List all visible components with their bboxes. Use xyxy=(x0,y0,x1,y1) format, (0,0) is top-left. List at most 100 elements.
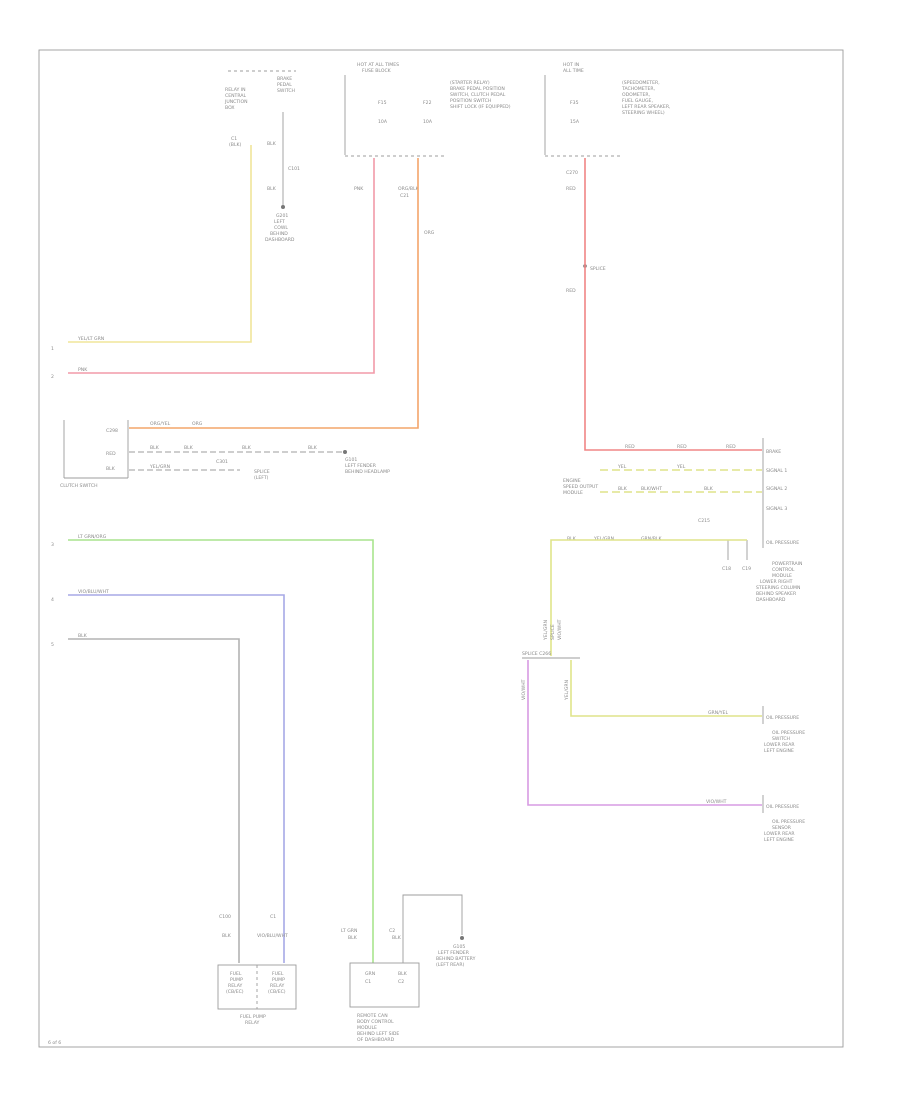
rc-tag-9: YEL/GRN xyxy=(593,536,614,542)
tm-note-4: POSITION SWITCH xyxy=(450,98,491,104)
tl-module-label-1: RELAY IN xyxy=(225,87,246,93)
wire-5-gray xyxy=(68,638,240,963)
wire-oil-yellowgreen xyxy=(550,539,747,656)
tr-note-5: LEFT REAR SPEAKER, xyxy=(622,104,671,110)
wire-3-green xyxy=(68,539,374,963)
bl-box1-1: FUEL xyxy=(230,971,242,977)
clutch-ground-1: G101 xyxy=(345,457,357,463)
clutch-tag-2: ORG xyxy=(192,421,203,427)
tr-wire-tag-4: RED xyxy=(566,288,576,294)
clutch-tag-3: BLK xyxy=(150,445,160,451)
rc-tag-4: YEL xyxy=(617,464,627,470)
br-ground-dot xyxy=(460,936,464,940)
tm-wire-tag-3: C21 xyxy=(400,193,409,199)
clutch-tag-1: ORG/YEL xyxy=(150,421,171,427)
tm-fuse-4: 10A xyxy=(423,119,433,125)
clutch-pin-1: C298 xyxy=(106,428,118,434)
wire-red xyxy=(584,158,762,451)
oil-branch-tag-2: VIO/WHT xyxy=(521,679,527,700)
clutch-tag-8: C301 xyxy=(216,459,228,465)
rc-tag-1: RED xyxy=(625,444,635,450)
edge-label-1: 1 xyxy=(51,346,54,352)
clutch-pin-2: RED xyxy=(106,451,116,457)
rc-module-3: MODULE xyxy=(772,573,792,579)
rc-tag-2: RED xyxy=(677,444,687,450)
bl-tag-3: VIO/BLU/WHT xyxy=(257,933,288,939)
tl-wire-tag-2: BLK xyxy=(267,186,277,192)
tr-header-1: HOT IN xyxy=(563,62,579,68)
tl-ground-dot xyxy=(281,205,285,209)
bl-tag-1: C100 xyxy=(219,914,231,920)
oil-sensor-2-note-2: SENSOR xyxy=(772,825,792,831)
rc-module-2: CONTROL xyxy=(772,567,795,573)
oil-vert-tag-2: SPLICE xyxy=(550,624,556,640)
wire-oil-branch-2 xyxy=(527,660,762,806)
tr-wire-tag-2: RED xyxy=(566,186,576,192)
wire-2-code: PNK xyxy=(78,367,88,373)
clutch-splice-1: SPLICE xyxy=(254,469,270,475)
br-box-3: C1 xyxy=(365,979,371,985)
tm-header-1: HOT AT ALL TIMES xyxy=(357,62,399,68)
br-ground-3: BEHIND BATTERY xyxy=(436,956,476,962)
tm-note-5: SHIFT LOCK (IF EQUIPPED) xyxy=(450,104,511,110)
tr-note-6: STEERING WHEEL) xyxy=(622,110,665,116)
tl-module-label-2: CENTRAL xyxy=(225,93,247,99)
wire-1-code: YEL/LT GRN xyxy=(77,336,104,342)
br-label-4: BEHIND LEFT SIDE xyxy=(357,1031,399,1037)
tr-header-2: ALL TIME xyxy=(563,68,584,74)
clutch-tag-5: BLK xyxy=(242,445,252,451)
rc-bottom-tag-1: C18 xyxy=(722,566,731,572)
oil-sensor-2-note-3: LOWER REAR xyxy=(764,831,795,837)
tm-wire-tag-1: PNK xyxy=(354,186,364,192)
br-box-1: GRN xyxy=(365,971,375,977)
bl-box2-4: (CB/EC) xyxy=(268,989,286,995)
rc-tag-6: BLK xyxy=(618,486,628,492)
tl-wire-tag-1: BLK xyxy=(267,141,277,147)
rc-pin-3: SIGNAL 2 xyxy=(766,486,787,492)
rc-tag-5: YEL xyxy=(676,464,686,470)
br-tag-1: LT GRN xyxy=(341,928,357,934)
tm-header-2: FUSE BLOCK xyxy=(362,68,392,74)
clutch-pin-3: BLK xyxy=(106,466,116,472)
br-ground-2: LEFT FENDER xyxy=(438,950,470,956)
oil-sensor-1-label: OIL PRESSURE xyxy=(766,715,799,721)
tl-ground-label-2: LEFT xyxy=(274,219,285,225)
rc-tag-8: BLK xyxy=(704,486,714,492)
br-ground-1: G105 xyxy=(453,944,465,950)
tl-module-label-4: BOX xyxy=(225,105,235,111)
tl-sub-2: PEDAL xyxy=(277,82,292,88)
tm-note-1: (STARTER RELAY) xyxy=(450,80,490,86)
br-box-4: C2 xyxy=(398,979,404,985)
rc-tag-7: BLK/WHT xyxy=(641,486,662,492)
tm-fuse-3: F22 xyxy=(423,100,432,106)
tl-module-label-3: JUNCTION xyxy=(224,99,248,105)
oil-splice-tag: SPLICE C266 xyxy=(522,651,551,657)
rc-pin-5: OIL PRESSURE xyxy=(766,540,799,546)
tl-sub-3: SWITCH xyxy=(277,88,295,94)
oil-sensor-2-wire-tag: VIO/WHT xyxy=(706,799,727,805)
wire-4-code: VIO/BLU/WHT xyxy=(78,589,109,595)
oil-sensor-1-note-3: LOWER REAR xyxy=(764,742,795,748)
br-tag-4: BLK xyxy=(392,935,402,941)
tl-sub-1: BRAKE xyxy=(277,76,292,82)
rc-note-3: MODULE xyxy=(563,490,583,496)
br-label-1: REMOTE CAN xyxy=(357,1013,388,1019)
tl-ground-label-1: G201 xyxy=(276,213,288,219)
wire-orange xyxy=(129,158,419,429)
oil-sensor-1-note-1: OIL PRESSURE xyxy=(772,730,805,736)
edge-label-2: 2 xyxy=(51,374,54,380)
edge-label-4: 4 xyxy=(51,597,54,603)
wire-4-blue xyxy=(68,594,285,963)
bl-box2-2: PUMP xyxy=(272,977,285,983)
oil-vert-tag-1: YEL/GRN xyxy=(543,620,549,641)
wire-3-code: LT GRN/ORG xyxy=(78,534,107,540)
oil-sensor-2-note-4: LEFT ENGINE xyxy=(764,837,794,843)
clutch-ground-2: LEFT FENDER xyxy=(345,463,377,469)
tl-ground-label-5: DASHBOARD xyxy=(265,237,295,243)
wire-2-pink xyxy=(68,158,375,374)
rc-module-1: POWERTRAIN xyxy=(772,561,802,567)
br-tag-2: BLK xyxy=(348,935,358,941)
br-label-2: BODY CONTROL xyxy=(357,1019,394,1025)
rc-module-4: LOWER RIGHT xyxy=(760,579,793,585)
tm-fuse-1: F15 xyxy=(378,100,387,106)
